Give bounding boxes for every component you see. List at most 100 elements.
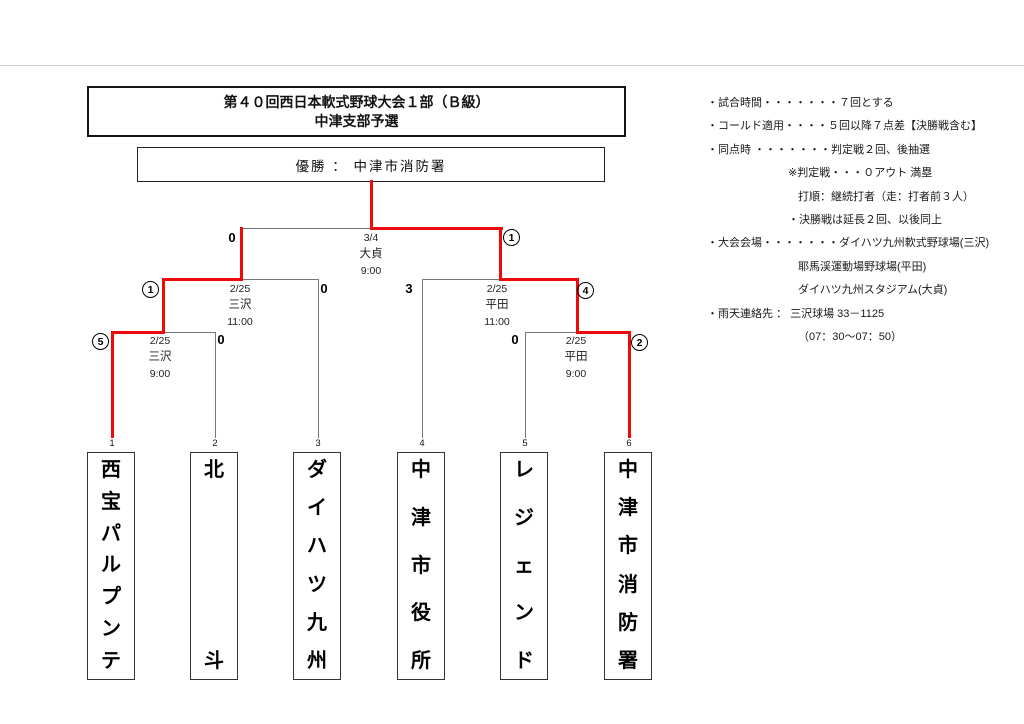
team-name-char: 市	[618, 535, 638, 558]
redline-team6-vertical	[628, 331, 631, 438]
team-box-1: 西宝パルプンテ	[87, 452, 135, 680]
line-team3-vertical	[318, 279, 319, 438]
team-name-char: 防	[618, 611, 638, 634]
line-final-left-half	[241, 228, 371, 229]
team-name-char: 州	[307, 649, 327, 672]
semi-right-left-score: 3	[405, 281, 413, 296]
round1-right-time: 9:00	[565, 368, 587, 380]
note-line-2: ・コールド適用・・・・５回以降７点差【決勝戦含む】	[707, 120, 982, 133]
redline-team1-vertical	[111, 331, 114, 438]
team-box-4: 中津市役所	[397, 452, 445, 680]
note-line-6: ・決勝戦は延長２回、以後同上	[788, 214, 942, 227]
final-date: 3/4	[363, 232, 379, 244]
team-seed-4: 4	[419, 438, 425, 449]
page-margin-rule	[0, 65, 1024, 66]
semi-left-venue: 三沢	[228, 299, 252, 311]
redline-round1-left-left-half	[111, 331, 165, 334]
note-line-9: ダイハツ九州スタジアム(大貞)	[798, 284, 948, 297]
round1-left-time: 9:00	[149, 368, 171, 380]
team-name-char: ジ	[514, 506, 534, 529]
team-name-char: 津	[411, 506, 431, 529]
team-name-char: 中	[411, 459, 431, 481]
team-seed-2: 2	[212, 438, 218, 449]
note-line-3: ・同点時 ・・・・・・・判定戦２回、後抽選	[707, 143, 931, 156]
final-venue: 大貞	[359, 248, 383, 260]
team-name-char: 宝	[101, 490, 121, 513]
final-right-score-circled: 1	[503, 229, 520, 246]
team-seed-1: 1	[109, 438, 115, 449]
line-team5-vertical	[525, 332, 526, 438]
champion-text: 優勝 ： 中津市消防署	[295, 158, 447, 174]
round1-left-right-score: 0	[217, 332, 225, 347]
team-name-char: 九	[307, 611, 327, 634]
redline-round1-right-right-half	[576, 331, 631, 334]
round1-right-venue: 平田	[564, 351, 588, 363]
line-round1-left-right-half	[165, 332, 216, 333]
team-name-char: パ	[101, 522, 121, 545]
semi-right-date: 2/25	[486, 283, 508, 295]
team-name-char: プ	[101, 586, 121, 609]
note-line-4: ※判定戦・・・０アウト 満塁	[788, 167, 933, 180]
team-box-2: 北斗	[190, 452, 238, 680]
team-box-6: 中津市消防署	[604, 452, 652, 680]
team-name-char: 中	[618, 459, 638, 481]
round1-left-date: 2/25	[149, 335, 171, 347]
round1-left-game-info: 2/25 三沢 9:00	[125, 333, 195, 382]
semi-right-game-info: 2/25 平田 11:00	[462, 281, 532, 330]
note-line-8: 耶馬渓運動場野球場(平田)	[798, 260, 927, 273]
team-box-5: レジェンド	[500, 452, 548, 680]
team-name-char: イ	[307, 497, 327, 520]
line-round1-right-left-half	[525, 332, 577, 333]
team-name-char: ェ	[514, 554, 534, 577]
title-line1: 第４０回西日本軟式野球大会１部（Ｂ級）	[223, 93, 490, 110]
team-name-char: ド	[514, 650, 534, 672]
redline-semi-right-right-half	[499, 278, 579, 281]
note-line-5: 打順：継続打者（走：打者前３人）	[798, 190, 974, 203]
team-name-char: レ	[514, 459, 534, 481]
semi-right-right-score-circled: 4	[577, 282, 594, 299]
team-seed-5: 5	[522, 438, 528, 449]
title-line2: 中津支部予選	[314, 112, 399, 129]
redline-champion-vertical	[370, 180, 373, 230]
note-line-7: ・大会会場・・・・・・・ダイハツ九州軟式野球場(三沢)	[707, 237, 990, 250]
team-name-char: ダ	[307, 459, 327, 481]
redline-semi-right-winner-vertical	[499, 227, 502, 281]
team-name-char: ン	[101, 618, 121, 641]
team-seed-6: 6	[626, 438, 632, 449]
semi-left-game-info: 2/25 三沢 11:00	[205, 281, 275, 330]
note-line-1: ・試合時間・・・・・・・７回とする	[707, 97, 894, 109]
team-name-char: 北	[204, 459, 224, 481]
line-semi-right-left-half	[422, 279, 500, 280]
redline-final-right-half	[370, 227, 503, 230]
line-semi-left-right-half	[243, 279, 319, 280]
round1-left-left-score-circled: 5	[92, 333, 109, 350]
team-name-char: 西	[101, 459, 121, 481]
final-left-score: 0	[228, 230, 236, 245]
team-seed-3: 3	[315, 438, 321, 449]
redline-round1-left-winner-vertical	[162, 278, 165, 334]
semi-left-time: 11:00	[227, 316, 253, 328]
note-line-11: （07：30～07：50）	[798, 331, 902, 344]
team-name-char: 役	[411, 602, 431, 625]
team-name-char: ン	[514, 602, 534, 625]
redline-round1-right-winner-vertical	[576, 278, 579, 334]
team-name-char: ハ	[307, 535, 327, 558]
round1-right-date: 2/25	[565, 335, 587, 347]
semi-right-time: 11:00	[484, 316, 510, 328]
team-name-char: 市	[411, 554, 431, 577]
team-name-char: 消	[618, 573, 638, 596]
team-box-3: ダイハツ九州	[293, 452, 341, 680]
semi-left-left-score-circled: 1	[142, 281, 159, 298]
team-name-char: ル	[101, 554, 121, 577]
round1-right-game-info: 2/25 平田 9:00	[541, 333, 611, 382]
champion-box: 優勝 ： 中津市消防署	[137, 147, 605, 182]
team-name-char: テ	[101, 649, 121, 672]
round1-right-right-score-circled: 2	[631, 334, 648, 351]
final-game-info: 3/4 大貞 9:00	[336, 230, 406, 279]
line-team4-vertical	[422, 279, 423, 438]
notes-panel: ・試合時間・・・・・・・７回とする・コールド適用・・・・５回以降７点差【決勝戦含…	[700, 92, 1024, 349]
team-name-char: ツ	[307, 573, 327, 596]
team-name-char: 所	[411, 650, 431, 672]
redline-semi-left-winner-vertical	[240, 227, 243, 281]
